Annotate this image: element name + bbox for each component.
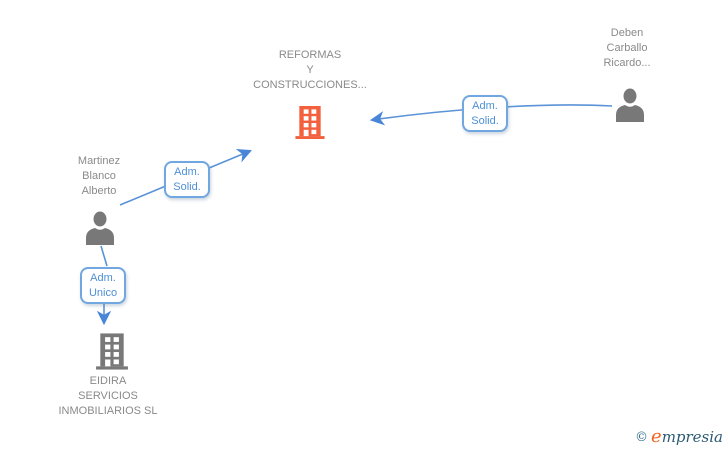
brand-rest: mpresia [661, 428, 723, 446]
edge-line-martinez-admunico [100, 245, 108, 267]
person-icon[interactable] [82, 209, 118, 250]
copyright-icon: © [635, 430, 649, 445]
node-label-martinez[interactable]: Martinez Blanco Alberto [77, 155, 121, 197]
edge-label-adm-solid-right: Adm. Solid. [462, 95, 508, 132]
edge-label-adm-unico: Adm. Unico [80, 267, 126, 304]
building-icon[interactable] [294, 106, 326, 144]
node-label-eidira[interactable]: EIDIRA SERVICIOS INMOBILIARIOS SL [58, 375, 158, 417]
brand-initial: e [651, 426, 662, 447]
edge-label-adm-solid-left: Adm. Solid. [164, 161, 210, 198]
node-label-reformas[interactable]: REFORMAS Y CONSTRUCCIONES... [253, 49, 367, 91]
node-label-deben[interactable]: Deben Carballo Ricardo... [603, 27, 651, 69]
person-icon[interactable] [612, 86, 648, 127]
building-icon[interactable] [95, 333, 129, 375]
empresia-logo[interactable]: ©empresia [635, 426, 723, 447]
